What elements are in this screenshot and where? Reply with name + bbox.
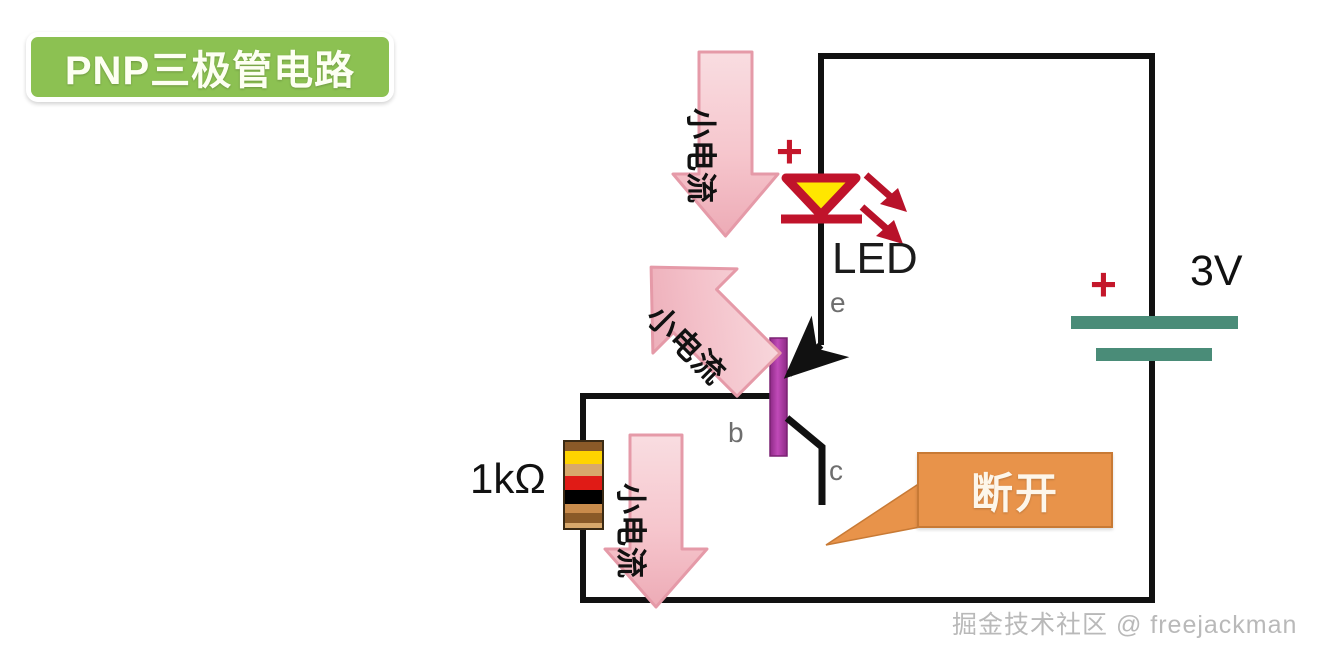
transistor-symbol: [769, 315, 850, 505]
battery-polarity-plus-sign: +: [1090, 258, 1117, 310]
led-label: LED: [832, 234, 918, 283]
diagram-title-badge: PNP三极管电路: [26, 32, 394, 102]
led-symbol: [781, 173, 862, 224]
diagram-title-text: PNP三极管电路: [64, 49, 356, 93]
flow-arrow-top: 小电流: [668, 48, 783, 240]
resistor-symbol: [563, 440, 604, 530]
break-callout-box: 断开: [917, 452, 1113, 528]
battery-voltage-label: 3V: [1190, 247, 1243, 295]
led-polarity-plus-sign: +: [776, 125, 803, 177]
transistor-collector-label: c: [829, 455, 843, 486]
flow-arrow-top-label: 小电流: [683, 108, 718, 204]
transistor-collector-lead: [784, 415, 826, 505]
transistor-emitter-label: e: [830, 287, 846, 318]
transistor-base-bar: [769, 337, 788, 457]
led-emission-arrows: [859, 172, 907, 244]
battery-symbol: [1071, 316, 1238, 361]
watermark-text: 掘金技术社区 @ freejackman: [952, 611, 1298, 639]
flow-arrow-bottom: 小电流: [600, 431, 712, 611]
callout-pointer-tail: [825, 481, 921, 546]
resistor-value-label: 1kΩ: [470, 455, 546, 502]
break-callout-text: 断开: [970, 469, 1059, 517]
transistor-base-label: b: [728, 417, 744, 448]
flow-arrow-bottom-label: 小电流: [613, 483, 648, 579]
transistor-emitter-lead: [783, 315, 850, 379]
flow-arrow-diagonal: 小电流: [612, 238, 797, 403]
